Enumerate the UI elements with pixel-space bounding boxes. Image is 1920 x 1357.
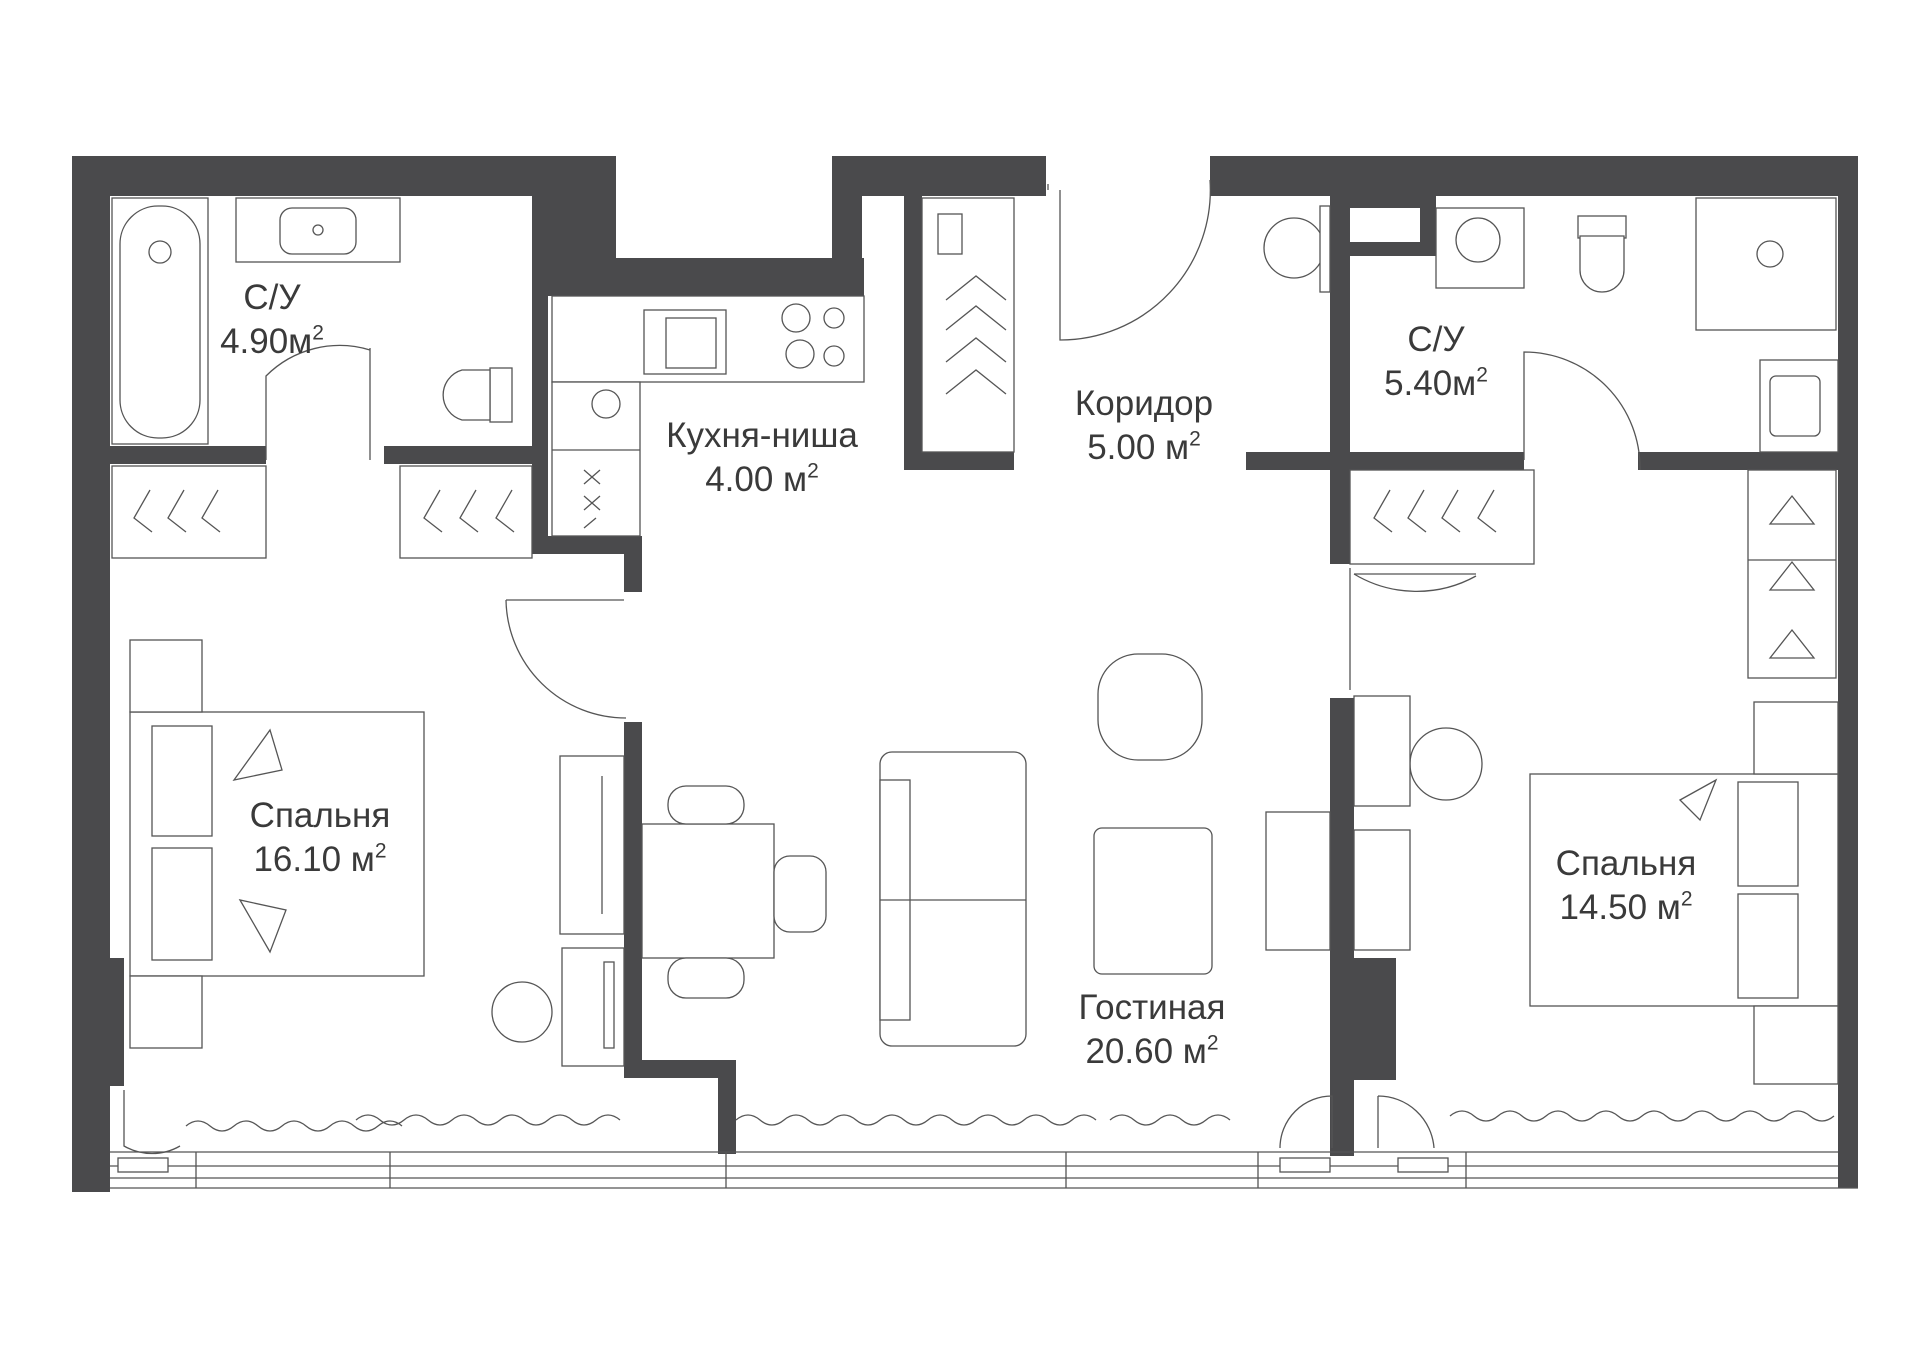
wall-bath2-left [1330, 190, 1350, 564]
wall-shaft-left [832, 156, 862, 296]
side-table [1409, 727, 1483, 801]
wardrobe-bedroom1-b [399, 465, 533, 559]
wall-bath1-right [532, 156, 616, 296]
label-bath1: С/У 4.90м2 [220, 276, 324, 364]
armchair [1097, 653, 1203, 761]
desk-bedroom2 [1353, 829, 1411, 951]
label-bedroom2: Спальня 14.50 м2 [1556, 842, 1697, 930]
curtain-bedroom2 [1449, 1110, 1835, 1122]
bath2-fixtures [1263, 197, 1839, 453]
wardrobe-entrance [921, 197, 1015, 453]
room-area: 20.60 м2 [1085, 1031, 1219, 1071]
wall-wardrobe-left [904, 190, 922, 470]
wall-bath2-inner-bottom [1350, 242, 1436, 256]
wall-kitchen-top [616, 258, 864, 296]
wall-bath1-partition [532, 290, 548, 540]
door-bath1 [265, 344, 371, 460]
curtain-living [735, 1114, 1097, 1126]
wall-bath2-inner-top [1350, 190, 1430, 208]
pillow [1737, 781, 1799, 887]
wall-bedroom2-column [1330, 958, 1396, 1080]
room-area: 4.90м2 [220, 321, 324, 361]
tv-stand [1265, 811, 1331, 951]
toilet-bath2 [1577, 215, 1627, 239]
wall-wardrobe-bottom [904, 452, 1014, 470]
room-area: 16.10 м2 [253, 839, 387, 879]
dining-table [641, 823, 775, 959]
wall-bedroom2-left [1330, 698, 1354, 958]
room-name: Гостиная [1078, 988, 1226, 1027]
curtain-bedroom1 [185, 1120, 403, 1132]
kitchen-fixtures [551, 295, 865, 537]
room-name: С/У [1407, 320, 1465, 359]
wall-right-bottom [1838, 1150, 1858, 1188]
doors [123, 179, 1641, 1155]
wall-kitchen-corner [532, 536, 642, 554]
curtain-bedroom1b [355, 1114, 621, 1126]
room-name: Спальня [1555, 844, 1697, 883]
room-name: Спальня [249, 796, 391, 835]
coffee-table [1093, 827, 1213, 975]
label-bedroom1: Спальня 16.10 м2 [250, 794, 391, 882]
room-name: Коридор [1074, 384, 1214, 423]
pillow [1737, 893, 1799, 999]
room-name: С/У [243, 278, 301, 317]
walls [72, 156, 1858, 1192]
wardrobe-bedroom1 [111, 465, 267, 559]
room-area: 4.00 м2 [705, 459, 819, 499]
door-balcony-mid [1279, 1095, 1333, 1149]
wall-bath2-inner [1420, 190, 1436, 256]
desk-bedroom1 [559, 755, 625, 935]
wall-bath1-bottom-left [110, 446, 266, 464]
room-name: Кухня-ниша [666, 416, 858, 455]
cabinet-bedroom1 [561, 947, 625, 1067]
label-living: Гостиная 20.60 м2 [1079, 986, 1226, 1074]
washer-bath2 [1263, 217, 1325, 279]
wall-kitchen-stub [624, 536, 642, 592]
bedroom2-furniture [1353, 701, 1839, 1085]
bedroom1-furniture [129, 639, 625, 1067]
wall-living-step [624, 1060, 736, 1078]
bath1-fixtures [111, 197, 513, 445]
curtains [185, 1110, 1835, 1132]
wall-living-left [624, 722, 642, 1076]
door-bedroom1 [505, 599, 627, 719]
stool-bedroom1 [491, 981, 553, 1043]
door-bedroom2 [1349, 568, 1477, 690]
wardrobe-bedroom2 [1747, 469, 1837, 679]
wall-corridor-bottom-right [1638, 452, 1838, 470]
wall-left-column [72, 958, 124, 1086]
room-area: 5.00 м2 [1087, 427, 1201, 467]
room-area: 5.40м2 [1384, 363, 1488, 403]
wall-shaft [832, 156, 1046, 196]
label-corridor: Коридор 5.00 м2 [1075, 382, 1213, 470]
label-kitchen: Кухня-ниша 4.00 м2 [666, 414, 858, 502]
burner [781, 303, 811, 333]
door-bath2 [1523, 351, 1641, 471]
wall-corridor-bottom-left [1246, 452, 1524, 470]
wall-top-right [1210, 156, 1858, 196]
door-balcony-left [123, 1090, 181, 1155]
wall-bedroom2-base [1330, 1078, 1354, 1156]
label-bath2: С/У 5.40м2 [1384, 318, 1488, 406]
door-entrance [1059, 179, 1211, 341]
door-balcony-right [1377, 1095, 1435, 1149]
windows [110, 1151, 1858, 1189]
wall-top-left [72, 156, 616, 196]
pillow [151, 847, 213, 961]
wall-living-step-down [718, 1060, 736, 1154]
living-furniture [641, 653, 1483, 1047]
wall-bath1-bottom-right [384, 446, 534, 464]
wardrobes [111, 465, 1837, 679]
wall-right [1838, 156, 1858, 1156]
curtain-living-b [1109, 1114, 1231, 1126]
room-area: 14.50 м2 [1559, 887, 1693, 927]
toilet-bath1 [489, 367, 513, 423]
pillow [151, 725, 213, 837]
